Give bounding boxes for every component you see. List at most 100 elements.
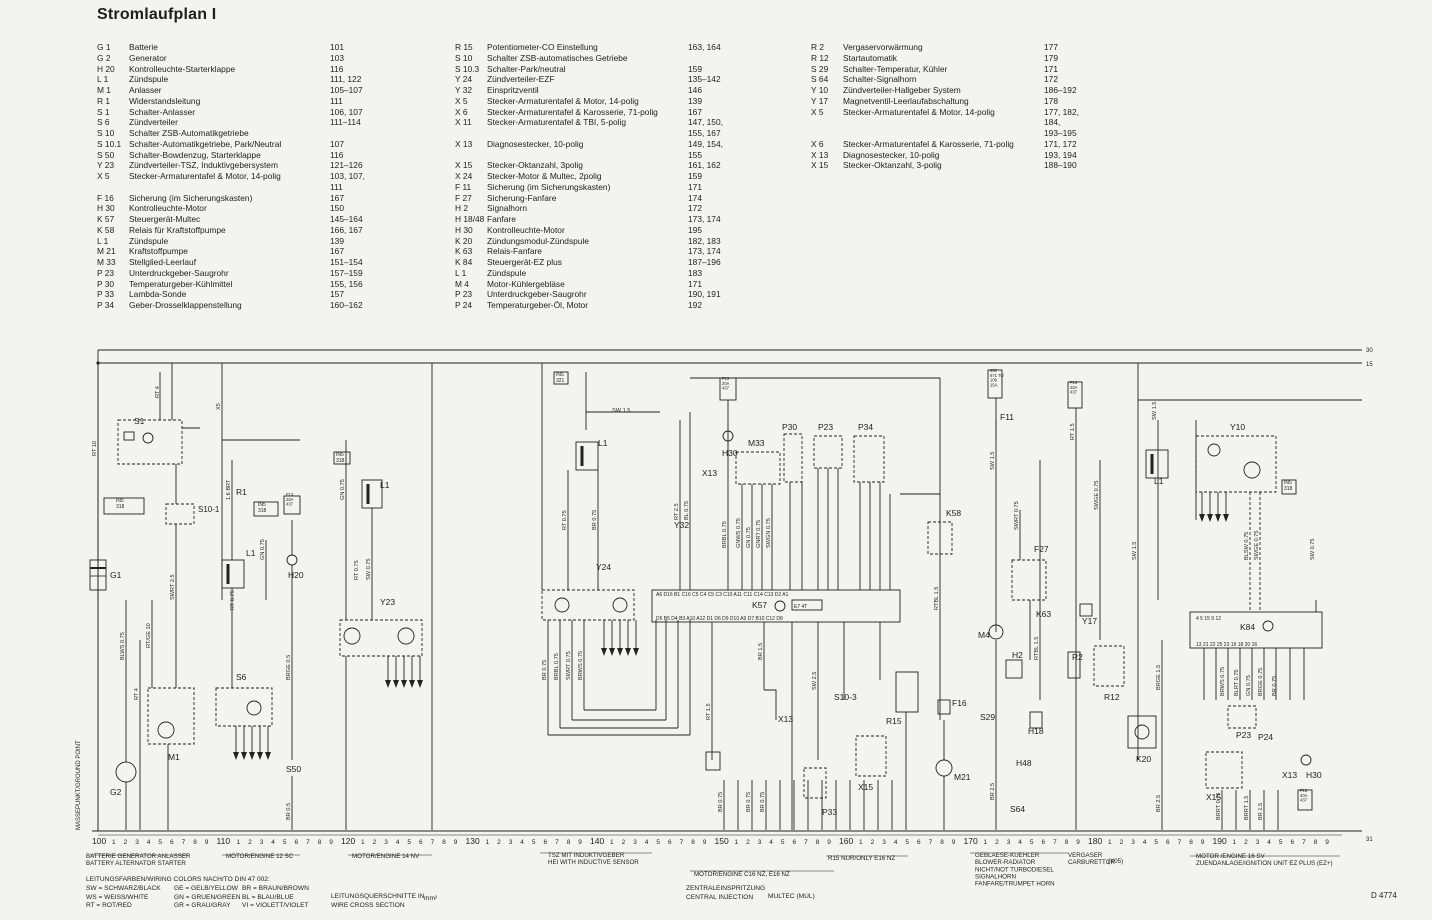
- connector-box: [553, 371, 569, 385]
- legend-description: Stecker-Armaturentafel & Karosserie, 71-…: [843, 138, 1014, 149]
- component-label: K57: [752, 600, 767, 610]
- connector-box: [103, 497, 145, 515]
- spark-arrow: [609, 648, 615, 656]
- legend-code: F 11: [455, 181, 472, 192]
- legend-description: Kontrolleuchte-Motor: [487, 224, 565, 235]
- wire-label: SW 1.5: [1132, 542, 1138, 560]
- legend-description: Relais für Kraftstoffpumpe: [129, 224, 226, 235]
- legend-pages: 173, 174: [688, 214, 721, 224]
- scale-digit-label: 2: [871, 839, 875, 846]
- legend-code: X 13: [455, 138, 473, 149]
- legend-description: Schalter-Park/neutral: [487, 63, 566, 74]
- wire-label: RT 0.75: [562, 510, 568, 530]
- wire-label: 1.6 BRT: [226, 479, 232, 500]
- component-label: P24: [1258, 732, 1273, 742]
- spark-arrow: [233, 752, 239, 760]
- component-label: P23: [1236, 730, 1251, 740]
- component-label: P34: [858, 422, 873, 432]
- wire-label: GNWS 0.75: [736, 518, 742, 548]
- component-label: R1: [236, 487, 247, 497]
- scale-major-label: 150: [715, 836, 729, 846]
- ignition-coil: [575, 441, 599, 471]
- scale-digit-label: 7: [929, 839, 933, 846]
- legend-pages: 160–162: [330, 300, 363, 310]
- scale-digit-label: 9: [827, 839, 831, 846]
- legend-code: M 33: [97, 257, 116, 267]
- scale-digit-label: 1: [361, 839, 365, 846]
- scale-digit-label: 2: [124, 839, 128, 846]
- legend-pages: 116: [330, 63, 344, 74]
- legend-description: Batterie: [129, 42, 158, 52]
- scale-digit-label: 8: [1065, 839, 1069, 846]
- legend-pages: 155, 167: [688, 128, 721, 138]
- legend-description: Stecker-Motor & Multec, 2polig: [487, 171, 602, 181]
- legend-pages: 155: [688, 149, 702, 160]
- wire-label: RT 0.75: [354, 560, 360, 580]
- legend-pages: 159: [688, 63, 702, 74]
- component-label: X13: [778, 714, 793, 724]
- connector-box: [333, 451, 351, 465]
- valve-Y17: [1079, 603, 1093, 617]
- legend-description: Schalter-Anlasser: [129, 106, 196, 117]
- scale-digit-label: 1: [237, 839, 241, 846]
- cross-section-note: LEITUNGSQUERSCHNITTE IN WIRE CROSS SECTI…: [331, 893, 425, 909]
- legend-code: X 5: [97, 171, 110, 181]
- legend-description: Zündverteiler-Hallgeber System: [843, 85, 961, 95]
- wire-label: BR 0.75: [760, 792, 766, 812]
- scale-digit-label: 6: [917, 839, 921, 846]
- legend-code: X 24: [455, 171, 473, 181]
- wire-label: BR 0.75: [746, 792, 752, 812]
- scale-digit-label: 4: [1018, 839, 1022, 846]
- component-label: F27: [1034, 544, 1049, 554]
- horn-H18: [1029, 711, 1043, 729]
- scale-digit-label: 8: [691, 839, 695, 846]
- section-label: MOTOR/ENGINE C16 NZ, E16 NZ: [694, 871, 790, 878]
- fuse-box: [1067, 381, 1083, 409]
- spark-arrow: [617, 648, 623, 656]
- legend-pages: 193, 194: [1044, 149, 1077, 160]
- legend-row: 155, 167: [455, 128, 795, 139]
- lamp-icon: [722, 430, 734, 442]
- potentiometer-R15: [895, 671, 919, 713]
- color-key-column-3: BR = BRAUN/BROWN BL = BLAU/BLUE VI = VIO…: [242, 885, 309, 910]
- hidden-ref: S1: [175, 427, 176, 428]
- octane-plug-X15: [855, 735, 887, 777]
- legend-description: Lambda-Sonde: [129, 289, 187, 300]
- legend-description: Anlasser: [129, 85, 162, 95]
- scale-digit-label: 2: [497, 839, 501, 846]
- legend-code: M 4: [455, 278, 469, 289]
- legend-code: P 24: [455, 300, 473, 310]
- legend-description: Kontrolleuchte-Motor: [129, 203, 207, 214]
- color-key-title: LEITUNGSFARBEN/WIRING COLORS NACH/TO DIN…: [86, 876, 270, 883]
- legend-description: Zündspule: [129, 74, 169, 85]
- legend-pages: 186–192: [1044, 85, 1077, 95]
- legend-description: Zündungsmodul-Zündspule: [487, 235, 589, 246]
- legend-description: Relais-Fanfare: [487, 246, 542, 257]
- component-label: X13: [702, 468, 717, 478]
- legend-code: X 11: [455, 117, 472, 128]
- distributor-Y23: [339, 619, 423, 657]
- scale-digit-label: 7: [1178, 839, 1182, 846]
- component-label: F16: [952, 698, 967, 708]
- scale-digit-label: 4: [271, 839, 275, 846]
- spark-arrow: [249, 752, 255, 760]
- legend-pages: 172: [1044, 74, 1058, 85]
- rail-label: 15: [1366, 362, 1373, 368]
- wire: [764, 689, 777, 720]
- legend-pages: 171: [1044, 63, 1058, 74]
- legend-pages: 192: [688, 300, 702, 310]
- legend-pages: 116: [330, 149, 344, 160]
